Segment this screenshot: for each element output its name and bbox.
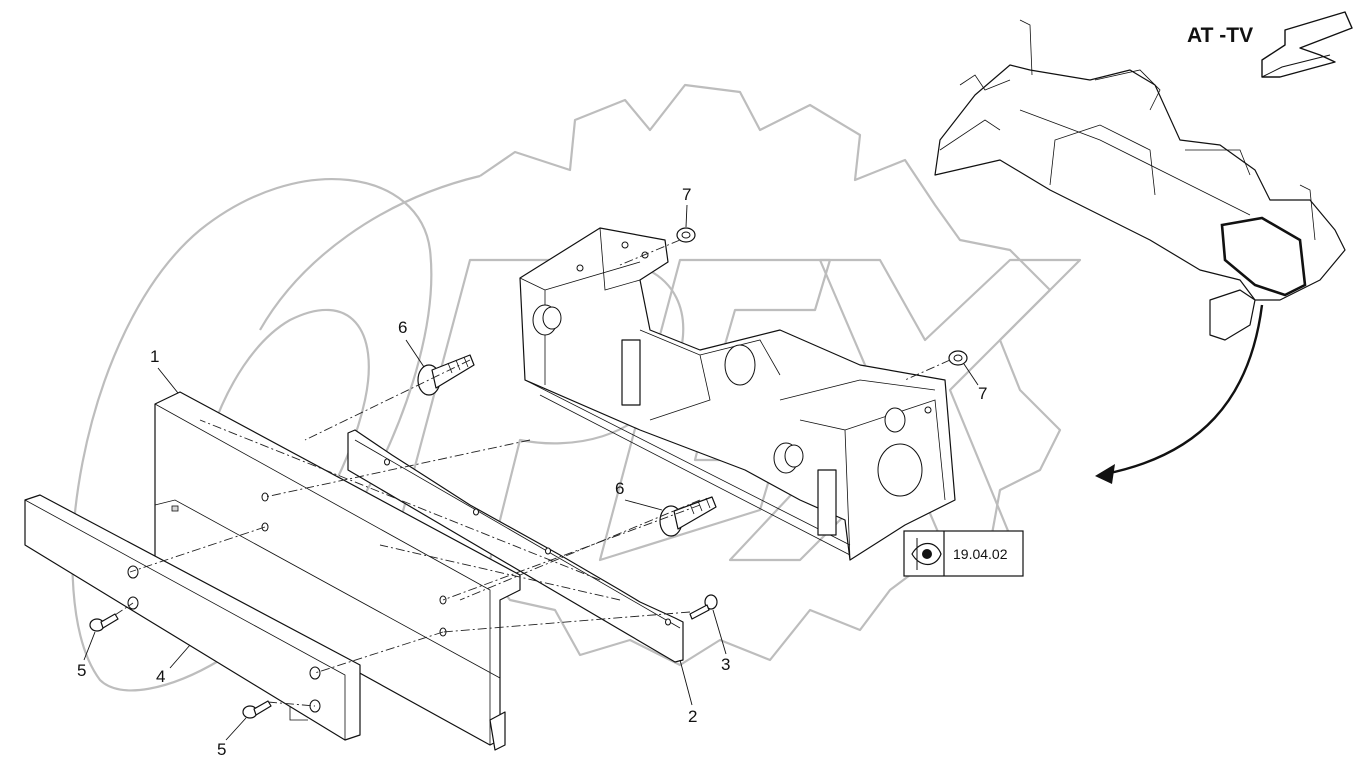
callout-7a: 7 (682, 185, 691, 204)
callouts: 1 2 3 4 5 5 6 6 7 7 (77, 185, 987, 759)
callout-4: 4 (156, 667, 165, 686)
screw-3 (689, 594, 718, 620)
callout-5a: 5 (77, 661, 86, 680)
callout-6b: 6 (615, 479, 624, 498)
nut-upper (676, 227, 696, 243)
machine-overview (934, 19, 1346, 341)
view-arrow-icon (1261, 11, 1353, 78)
view-label: AT -TV (1187, 24, 1253, 47)
callout-5b: 5 (217, 740, 226, 759)
detail-arrow (1095, 304, 1264, 484)
frame-assembly (519, 227, 956, 561)
callout-7b: 7 (978, 384, 987, 403)
bolt-lower (659, 496, 717, 537)
callout-1: 1 (150, 347, 159, 366)
nut-lower (948, 350, 968, 366)
eye-icon (911, 538, 942, 570)
reference-box[interactable]: 19.04.02 (903, 530, 1024, 577)
callout-2: 2 (688, 707, 697, 726)
screw-5-lower (242, 700, 272, 719)
reference-number: 19.04.02 (953, 546, 1008, 562)
screw-5-upper (89, 613, 119, 632)
callout-6a: 6 (398, 318, 407, 337)
bolt-upper (417, 354, 475, 396)
assembly-lines (114, 239, 951, 721)
callout-3: 3 (721, 655, 730, 674)
